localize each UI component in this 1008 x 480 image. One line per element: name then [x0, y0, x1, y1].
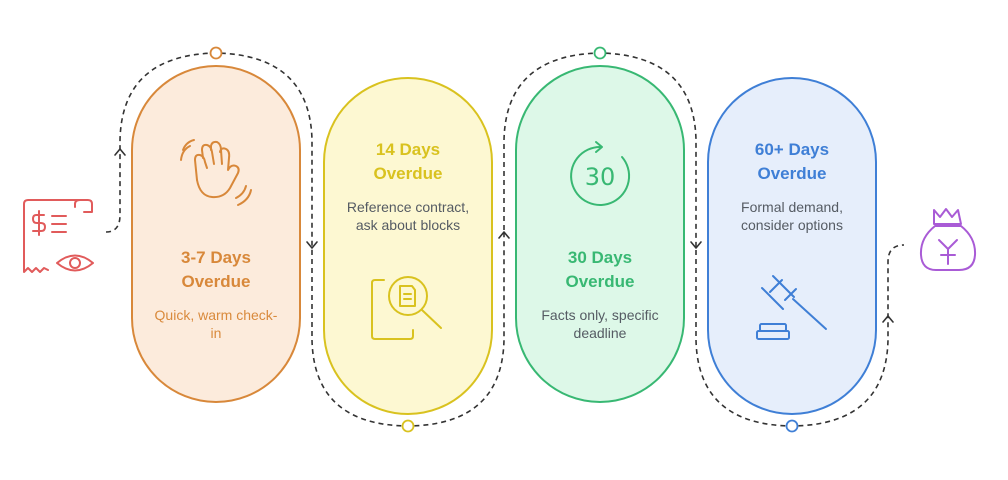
stage-2-title: 14 Days Overdue [324, 138, 492, 186]
stage-2-title-line2: Overdue [373, 164, 443, 183]
document-search-icon [371, 276, 442, 340]
stage-4-desc-line2: consider options [741, 217, 843, 233]
stage-1-desc-line2: in [210, 325, 222, 341]
arrow-up-2 [498, 231, 510, 239]
stage-3-description: Facts only, specific deadline [516, 306, 684, 342]
stage-4-desc-line1: Formal demand, [741, 199, 843, 215]
stage-4-title: 60+ Days Overdue [708, 138, 876, 186]
arrow-down-2 [690, 241, 702, 249]
stage-3-desc-line1: Facts only, specific [541, 307, 659, 323]
money-bag-icon [919, 208, 977, 271]
stage-3-title-line1: 30 Days [567, 248, 633, 267]
connector-node-2 [401, 419, 415, 433]
stage-card-4 [707, 77, 877, 415]
stage-card-1 [131, 65, 301, 403]
waving-hand-icon [180, 139, 252, 206]
stage-1-description: Quick, warm check- in [132, 306, 300, 342]
stage-1-title-line1: 3-7 Days [181, 248, 251, 267]
stage-4-title-line1: 60+ Days [754, 140, 830, 159]
stage-2-desc-line1: Reference contract, [346, 199, 470, 215]
stage-4-description: Formal demand, consider options [708, 198, 876, 234]
timer-30-icon [570, 141, 631, 206]
stage-3-desc-line2: deadline [573, 325, 627, 341]
stage-card-2 [323, 77, 493, 415]
connector-node-1 [209, 46, 223, 60]
stage-1-title-line2: Overdue [181, 272, 251, 291]
connector-arrows [114, 148, 894, 323]
invoice-eye-icon [23, 199, 94, 273]
arrow-up-1 [114, 148, 126, 156]
stage-2-desc-line2: ask about blocks [355, 217, 461, 233]
stage-3-title-line2: Overdue [565, 272, 635, 291]
gavel-icon [756, 275, 827, 340]
stage-1-title: 3-7 Days Overdue [132, 246, 300, 294]
stage-card-3 [515, 65, 685, 403]
connector-node-4 [785, 419, 799, 433]
arrow-down-1 [306, 241, 318, 249]
stage-2-description: Reference contract, ask about blocks [324, 198, 492, 234]
arrow-up-3 [882, 315, 894, 323]
stage-4-title-line2: Overdue [757, 164, 827, 183]
stage-2-title-line1: 14 Days [375, 140, 441, 159]
stage-3-title: 30 Days Overdue [516, 246, 684, 294]
stage-1-desc-line1: Quick, warm check- [154, 307, 278, 323]
connector-node-3 [593, 46, 607, 60]
timer-30-icon-label: 30 [585, 163, 616, 191]
